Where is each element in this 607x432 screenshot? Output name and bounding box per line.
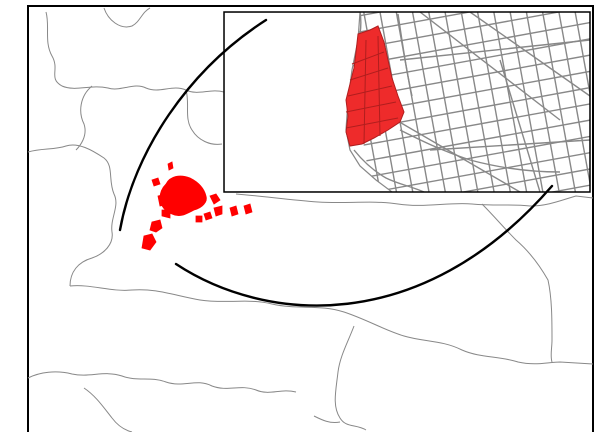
inset-frame [223,11,591,193]
inset-street [558,12,590,188]
inset-street [343,12,474,36]
inset-street [346,12,563,52]
inset-street [349,21,590,68]
inset-street [411,12,447,192]
inset-street [459,168,590,192]
border-line [235,193,594,207]
inset-street [395,12,430,192]
border-line [313,415,341,423]
inset-highlight-district [345,25,405,147]
urban-area-patch [203,211,213,221]
border-line [27,144,117,287]
inset-street [525,12,560,192]
urban-area-patch [157,193,169,207]
border-line [334,325,367,431]
inset-street [360,86,590,131]
callout-arcs [118,18,554,307]
urban-area-patch [141,233,157,251]
urban-area-patch [213,205,223,217]
urban-area-patch [195,215,203,223]
border-line [103,7,151,28]
inset-highlighted-blocks [345,25,405,147]
inset-street [366,119,590,162]
inset-street [444,12,479,192]
inset-block-line [345,117,399,129]
inset-street [354,54,590,99]
inset-street [357,70,590,115]
inset-street [353,149,425,192]
inset-street [351,38,590,83]
inset-street [493,12,528,192]
highlighted-urban-area [141,161,253,251]
border-line [69,285,594,365]
inset-street [476,12,512,192]
inset-street [574,12,590,98]
inset-block-line [349,67,389,81]
callout-arc-left [118,18,268,232]
administrative-borders [27,7,594,432]
urban-area-patch [151,177,161,187]
inset-street [509,12,544,192]
urban-area-patch [209,193,221,205]
urban-area-patch [149,219,163,233]
border-line [27,371,297,393]
urban-area-patch [167,161,174,171]
inset-street [597,0,607,188]
inset-street [541,12,577,192]
inset-street [429,139,590,151]
inset-block-line [377,35,381,137]
inset-street [469,12,590,97]
inset-street [399,129,561,173]
inset-block-line [363,39,367,145]
inset-block-line [347,85,393,97]
inset-street [369,135,590,178]
border-line [185,89,223,145]
inset-street [372,151,590,192]
inset-street [428,12,463,192]
inset-street [419,12,561,121]
inset-street [338,0,607,3]
urban-area-patch [243,203,253,215]
inset-street [399,39,590,61]
inset-city-streets [338,0,607,192]
inset-map [223,0,607,193]
border-line [75,85,93,151]
border-line [481,203,553,363]
inset-block-line [345,101,397,113]
border-line [83,387,133,432]
urban-area-patch [161,209,171,219]
inset-highlight-block-lines [345,35,399,145]
urban-area-patch [229,205,239,217]
inset-street [397,13,413,97]
callout-arc-bottom [174,184,554,307]
inset-street [499,59,541,192]
